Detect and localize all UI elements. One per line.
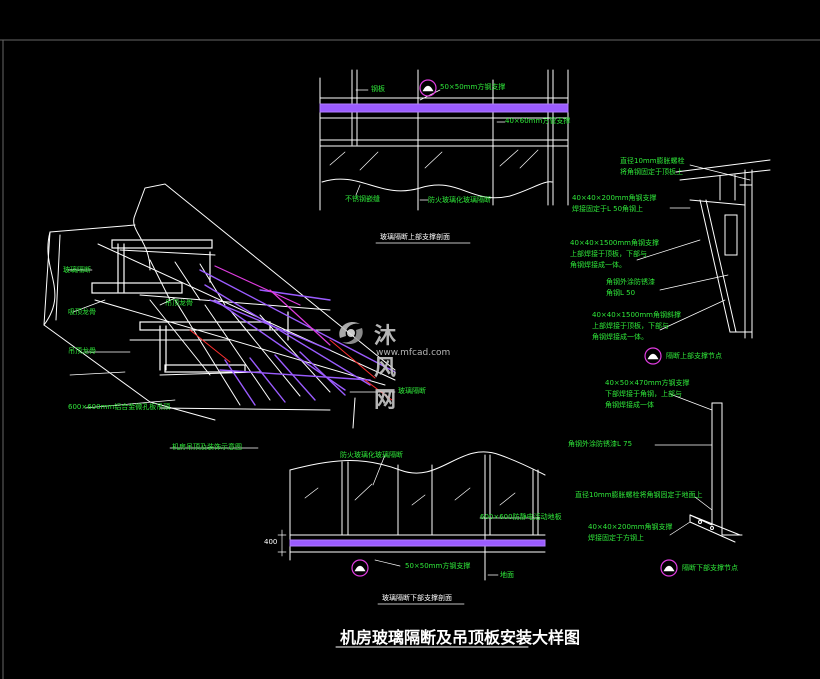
upper-section-caption: 玻璃隔断上部支撑剖面 xyxy=(380,233,450,241)
upper-support-section xyxy=(319,69,569,244)
ceiling-isometric-view xyxy=(43,183,396,449)
label-ground: 地面 xyxy=(500,571,514,579)
label-square-steel-470-3: 角钢焊接成一体 xyxy=(605,401,654,409)
upper-node-caption: 隔断上部支撑节点 xyxy=(666,352,722,360)
label-antistatic-floor: 600×600防静电活动地板 xyxy=(480,513,562,521)
label-rust-paint-1: 角钢外涂防锈漆 xyxy=(606,278,655,286)
label-angle-1500-b2: 上部焊接于顶板，下部与 xyxy=(592,322,669,330)
label-angle-1500-b1: 40×40×1500mm角钢斜撑 xyxy=(592,311,681,319)
label-steel-plate: 钢板 xyxy=(371,85,385,93)
label-square-steel-bottom: 50×50mm方钢支撑 xyxy=(405,562,471,570)
label-square-tube-40x60: 40×60mm方管支撑 xyxy=(505,117,571,125)
label-fire-glass-top: 防火玻璃化玻璃隔断 xyxy=(428,196,491,204)
label-square-steel-470-2: 下部焊接于角钢，上部与 xyxy=(605,390,682,398)
lower-node-caption: 隔断下部支撑节点 xyxy=(682,564,738,572)
label-angle-200-1: 40×40×200mm角钢支撑 xyxy=(572,194,657,202)
label-glass-partition-iso: 玻璃隔断 xyxy=(63,266,91,274)
label-angle-200-2: 焊接固定于L 50角钢上 xyxy=(572,205,644,213)
label-ceiling-keel-left: 吊顶龙骨 xyxy=(68,347,96,355)
lower-support-node xyxy=(654,393,743,577)
label-angle-1500-a2: 上部焊接于顶板，下部与 xyxy=(570,250,647,258)
label-square-steel-50: 50×50mm方钢支撑 xyxy=(440,83,506,91)
label-aluminum-panel: 600×600mm铝合金微孔板吊顶 xyxy=(68,403,171,411)
watermark-url: www.mfcad.com xyxy=(376,348,451,358)
label-angle-1500-b3: 角钢焊接成一体。 xyxy=(592,333,648,341)
lower-support-section xyxy=(277,451,546,605)
label-angle-1500-a3: 角钢焊接成一体。 xyxy=(570,261,626,269)
label-stainless-joint: 不锈钢嵌缝 xyxy=(345,195,380,203)
label-angle-200-lower-2: 焊接固定于方钢上 xyxy=(588,534,644,542)
label-expansion-bolt-top-1: 直径10mm膨胀螺栓 xyxy=(620,157,685,165)
label-angle-1500-a1: 40×40×1500mm角钢支撑 xyxy=(570,239,659,247)
label-expansion-bolt-floor: 直径10mm膨胀螺栓将角钢固定于地面上 xyxy=(575,491,703,499)
iso-view-caption: 机房吊顶及装饰示意图 xyxy=(172,443,242,451)
label-angle-l50: 角钢L 50 xyxy=(606,289,636,297)
label-angle-200-lower-1: 40×40×200mm角钢支撑 xyxy=(588,523,673,531)
dimension-400: 400 xyxy=(264,538,278,546)
label-glass-partition-right: 玻璃隔断 xyxy=(398,387,426,395)
label-fire-glass-bottom: 防火玻璃化玻璃隔断 xyxy=(340,451,403,459)
drawing-title: 机房玻璃隔断及吊顶板安装大样图 xyxy=(340,628,581,647)
label-ceiling-keel-mid: 吊顶龙骨 xyxy=(165,299,193,307)
lower-section-caption: 玻璃隔断下部支撑剖面 xyxy=(382,594,452,602)
label-expansion-bolt-top-2: 将角钢固定于顶板上 xyxy=(620,168,683,176)
label-square-steel-470-1: 40×50×470mm方钢支撑 xyxy=(605,379,690,387)
watermark-text: 沐风网 xyxy=(374,324,399,413)
upper-support-node xyxy=(636,159,771,365)
label-ceiling-keel-top: 吸顶龙骨 xyxy=(68,308,96,316)
label-rust-paint-l75: 角钢外涂防锈漆L 75 xyxy=(568,440,633,448)
mfcad-logo-icon xyxy=(339,321,363,345)
